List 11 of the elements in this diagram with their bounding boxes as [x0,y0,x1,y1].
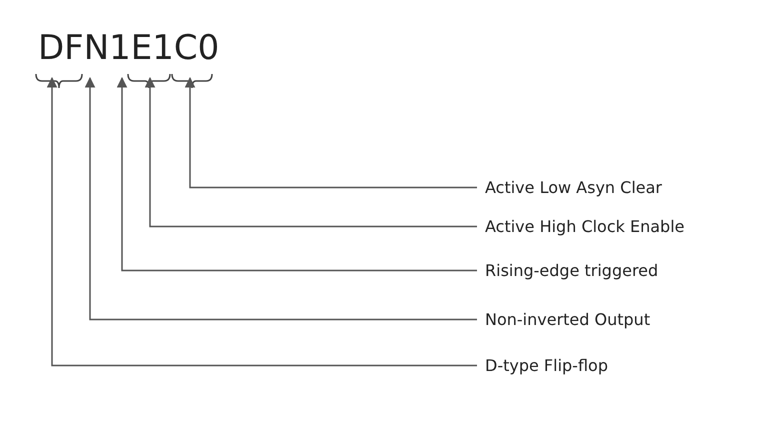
part-code: DFN1E1C0 [38,28,220,68]
arrow [46,76,477,366]
description-label: Non-inverted Output [485,310,650,329]
arrow [116,76,477,272]
arrow [184,76,477,188]
description-label: D-type Flip-flop [485,356,608,375]
description-label: Rising-edge triggered [485,261,658,280]
arrow [144,76,477,228]
description-label: Active Low Asyn Clear [485,178,662,197]
description-label: Active High Clock Enable [485,217,684,236]
arrow [84,76,477,320]
